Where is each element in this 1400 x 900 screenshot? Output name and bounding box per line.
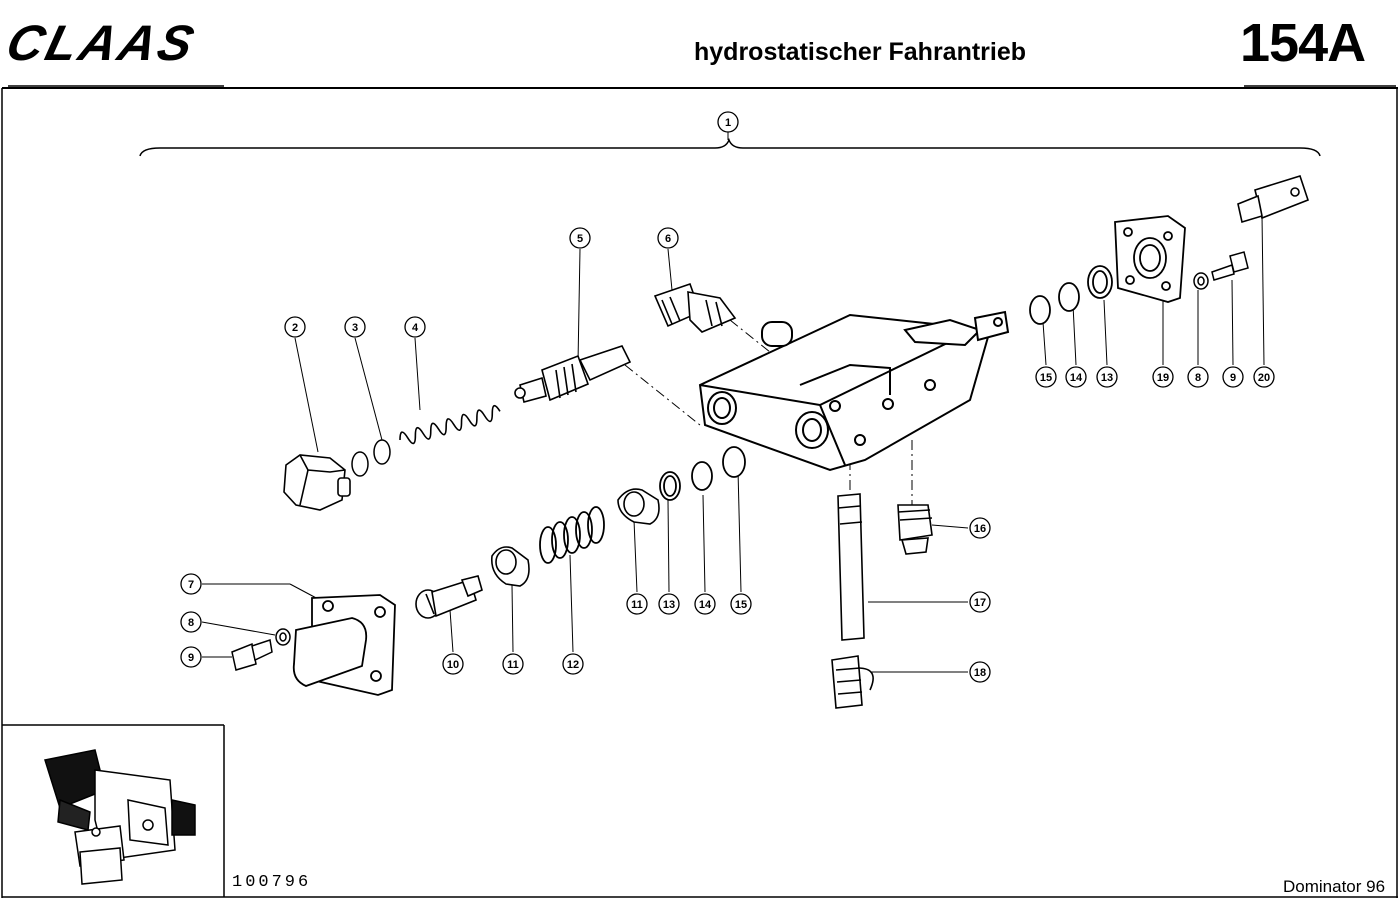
svg-text:7: 7 — [188, 579, 194, 591]
svg-text:9: 9 — [188, 652, 194, 664]
callout-14a: 14 — [694, 593, 716, 615]
plug-screw-part — [283, 454, 351, 511]
svg-text:1: 1 — [725, 117, 731, 129]
svg-text:16: 16 — [974, 523, 986, 535]
adapter-part — [1237, 175, 1309, 224]
seal-rings-part — [659, 265, 1113, 501]
callout-3: 3 — [344, 316, 366, 338]
svg-text:19: 19 — [1157, 372, 1169, 384]
svg-text:4: 4 — [412, 322, 419, 334]
callout-16: 16 — [969, 517, 991, 539]
cover-part — [292, 594, 396, 696]
svg-text:2: 2 — [292, 322, 298, 334]
callout-7: 7 — [180, 573, 202, 595]
leader-lines — [201, 132, 1265, 673]
callout-9b: 9 — [1222, 366, 1244, 388]
sheet-borders — [1, 85, 1398, 898]
callout-5: 5 — [569, 227, 591, 249]
svg-text:17: 17 — [974, 597, 986, 609]
nipple-part — [897, 504, 933, 555]
svg-text:14: 14 — [1070, 372, 1083, 384]
callout-6: 6 — [657, 227, 679, 249]
callout-1: 1 — [717, 111, 739, 133]
callout-11b: 11 — [626, 593, 648, 615]
tube-part — [837, 493, 865, 641]
cap-screw-part — [231, 251, 1249, 671]
svg-text:6: 6 — [665, 233, 671, 245]
callout-15b: 15 — [1035, 366, 1057, 388]
svg-text:20: 20 — [1258, 372, 1270, 384]
svg-text:11: 11 — [631, 599, 643, 611]
valve-spool-part — [514, 345, 632, 403]
svg-text:8: 8 — [1195, 372, 1201, 384]
washer-part — [275, 272, 1209, 646]
callout-13a: 13 — [658, 593, 680, 615]
nozzle-part — [831, 655, 874, 709]
page-number: 154A — [1240, 13, 1366, 73]
svg-text:9: 9 — [1230, 372, 1236, 384]
flange-plate-part — [1114, 215, 1186, 303]
slotted-plug-part — [415, 575, 483, 619]
callout-9a: 9 — [180, 646, 202, 668]
callout-15a: 15 — [730, 593, 752, 615]
callout-11a: 11 — [502, 653, 524, 675]
drawing-number: 100796 — [232, 873, 312, 892]
svg-text:11: 11 — [507, 659, 519, 671]
o-ring-part — [351, 439, 391, 477]
svg-text:12: 12 — [567, 659, 579, 671]
callout-10: 10 — [442, 653, 464, 675]
svg-text:15: 15 — [735, 599, 747, 611]
callout-2: 2 — [284, 316, 306, 338]
callout-13b: 13 — [1096, 366, 1118, 388]
callout-17: 17 — [969, 591, 991, 613]
svg-text:13: 13 — [1101, 372, 1113, 384]
svg-text:10: 10 — [447, 659, 459, 671]
callout-8b: 8 — [1187, 366, 1209, 388]
assembly-brace — [139, 137, 1321, 157]
model-name: Dominator 96 — [1283, 877, 1386, 896]
valve-housing-part — [698, 310, 1010, 472]
spring-part — [399, 404, 501, 445]
callout-18: 18 — [969, 661, 991, 683]
svg-text:5: 5 — [577, 233, 583, 245]
assembly-thumbnail-icon — [44, 749, 196, 885]
callout-14b: 14 — [1065, 366, 1087, 388]
svg-text:18: 18 — [974, 667, 986, 679]
bushing-part — [490, 488, 660, 587]
callouts: 1 2 3 4 5 6 7 8 9 10 11 12 11 13 14 15 1… — [180, 111, 1275, 683]
callout-4: 4 — [404, 316, 426, 338]
spring-part-2 — [539, 506, 605, 564]
callout-19: 19 — [1152, 366, 1174, 388]
page-title: hydrostatischer Fahrantrieb — [694, 38, 1027, 66]
svg-text:15: 15 — [1040, 372, 1052, 384]
fitting-part — [653, 282, 737, 333]
svg-text:3: 3 — [352, 322, 358, 334]
svg-text:14: 14 — [699, 599, 712, 611]
callout-8a: 8 — [180, 611, 202, 633]
svg-text:8: 8 — [188, 617, 194, 629]
callout-12: 12 — [562, 653, 584, 675]
callout-20: 20 — [1253, 366, 1275, 388]
svg-text:13: 13 — [663, 599, 675, 611]
